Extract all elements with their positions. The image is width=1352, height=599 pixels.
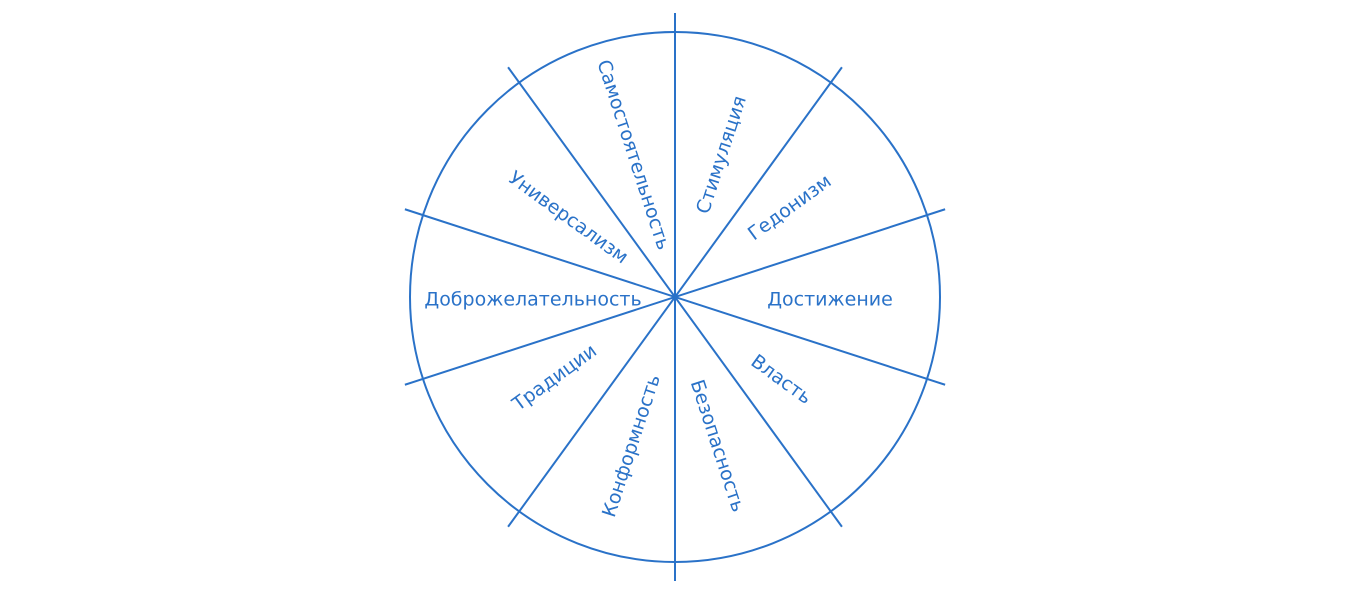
sector-label-self-direction: Самостоятельность	[592, 57, 674, 252]
sector-label-hedonism: Гедонизм	[744, 170, 836, 245]
sector-label-stimulation: Стимуляция	[692, 93, 751, 216]
sector-label-achievement: Достижение	[767, 289, 893, 311]
sector-label-universalism: Универсализм	[504, 167, 632, 268]
sector-label-security: Безопасность	[686, 377, 749, 515]
sector-divider-line	[507, 66, 843, 528]
sector-label-benevolence: Доброжелательность	[424, 289, 641, 311]
sector-label-conformity: Конформность	[598, 372, 665, 520]
sector-label-power: Власть	[747, 350, 816, 409]
sector-label-tradition: Традиции	[508, 340, 601, 416]
